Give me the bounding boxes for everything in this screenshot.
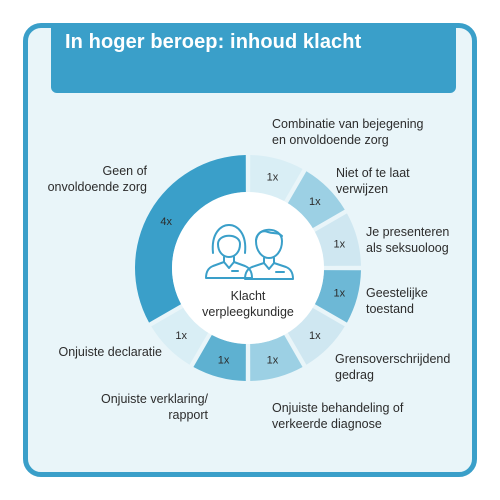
category-label-line: Combinatie van bejegening xyxy=(272,117,424,131)
category-label-line: rapport xyxy=(168,408,208,422)
slice-9 xyxy=(134,155,246,323)
two-people-icon xyxy=(205,224,294,280)
category-label: Geen of onvoldoende zorg xyxy=(48,164,148,194)
category-label: Onjuiste verklaring/rapport xyxy=(101,392,209,422)
category-label: Je presenteren als seksuoloog xyxy=(366,225,449,255)
category-label: Onjuiste declaratie xyxy=(58,345,162,359)
slice-5 xyxy=(287,307,345,365)
slice-value-label: 1x xyxy=(218,354,230,366)
slice-value-label: 1x xyxy=(309,196,321,208)
category-label-line: en onvoldoende zorg xyxy=(272,133,389,147)
category-label: Grensoverschrijdend gedrag xyxy=(335,352,450,382)
category-label-line: toestand xyxy=(366,302,414,316)
center-label-line-1: Klacht xyxy=(231,289,266,303)
category-label-line: Onjuiste behandeling of xyxy=(272,401,404,415)
category-label-line: gedrag xyxy=(335,368,374,382)
category-label: Combinatie van bejegening en onvoldoende … xyxy=(272,117,424,147)
category-label-line: Grensoverschrijdend xyxy=(335,352,450,366)
slice-8 xyxy=(151,307,209,365)
category-label-line: Geestelijke xyxy=(366,286,428,300)
slice-1 xyxy=(250,155,303,202)
category-label-line: verkeerde diagnose xyxy=(272,417,382,431)
slice-value-label: 1x xyxy=(267,354,279,366)
category-label-line: verwijzen xyxy=(336,182,388,196)
category-label-line: Onjuiste verklaring/ xyxy=(101,392,209,406)
slice-value-label: 1x xyxy=(175,330,187,342)
category-label: Geestelijke toestand xyxy=(366,286,428,316)
page-title: In hoger beroep: inhoud klacht xyxy=(65,31,362,53)
category-label-line: Geen of xyxy=(103,164,148,178)
slice-7 xyxy=(193,334,246,381)
slice-3 xyxy=(314,213,361,266)
category-label: Onjuiste behandeling of verkeerde diagnos… xyxy=(272,401,404,431)
slice-value-label: 4x xyxy=(160,216,172,228)
slice-value-label: 1x xyxy=(333,287,345,299)
slice-value-label: 1x xyxy=(309,330,321,342)
slice-value-label: 1x xyxy=(333,239,345,251)
category-label: Niet of te laat verwijzen xyxy=(336,166,410,196)
slice-2 xyxy=(287,171,345,229)
chart-card: In hoger beroep: inhoud klacht xyxy=(23,23,477,477)
center-label-line-2: verpleegkundige xyxy=(202,305,294,319)
category-label-line: Niet of te laat xyxy=(336,166,410,180)
slice-6 xyxy=(250,334,303,381)
category-label-line: Je presenteren xyxy=(366,225,449,239)
header-bar: In hoger beroep: inhoud klacht xyxy=(51,28,456,93)
category-label-line: als seksuoloog xyxy=(366,241,449,255)
slice-value-label: 1x xyxy=(267,172,279,184)
category-label-line: Onjuiste declaratie xyxy=(58,345,162,359)
category-label-line: onvoldoende zorg xyxy=(48,180,147,194)
slice-4 xyxy=(314,270,361,323)
